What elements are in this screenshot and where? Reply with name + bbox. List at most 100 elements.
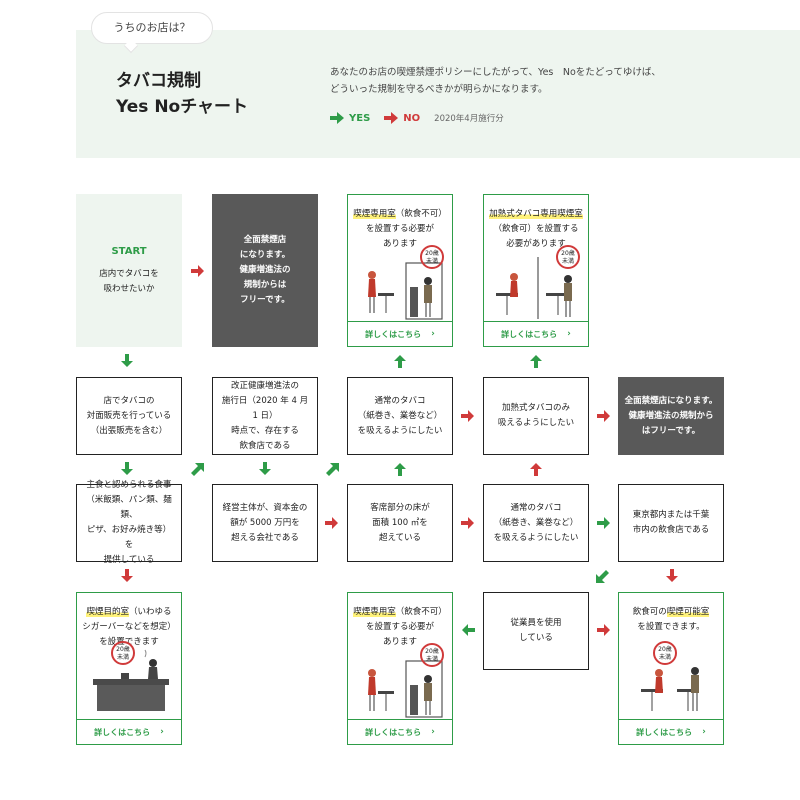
header-panel — [76, 30, 800, 158]
result-highlight: 加熱式タバコ専用喫煙室 — [489, 209, 583, 219]
total-ban-result-1: 全面禁煙店 になります。 健康増進法の 規制からは フリーです。 — [212, 194, 318, 347]
no-arrow-icon — [384, 112, 399, 124]
total-ban-1-line-3: 健康増進法の — [239, 265, 291, 275]
yes-arrow-icon — [326, 463, 339, 476]
question-line: 施行日（2020 年 4 月 1 日） — [221, 395, 309, 421]
result-text-1: 飲食可の — [632, 607, 667, 617]
details-link-label: 詳しくはこちら — [501, 329, 558, 339]
chevron-right-icon: › — [431, 329, 435, 339]
question-heated-only: 加熱式タバコのみ 吸えるようにしたい — [483, 377, 589, 455]
details-link-label: 詳しくはこちら — [636, 727, 693, 737]
question-line: 経営主体が、資本金の — [222, 502, 308, 513]
question-capital: 経営主体が、資本金の 額が 5000 万円を 超える会社である — [212, 484, 318, 562]
question-line: （出張販売を含む） — [90, 425, 168, 436]
smoking-allowed-illustration — [641, 667, 699, 711]
question-line: 対面販売を行っている — [86, 410, 172, 421]
start-line-1: 店内でタバコを — [99, 269, 159, 279]
question-line: 吸えるようにしたい — [497, 418, 575, 428]
total-ban-1-line-4: 規制からは — [243, 280, 287, 290]
question-line: を吸えるようにしたい — [493, 532, 579, 543]
result-text-2: を設置する必要が — [365, 622, 434, 632]
no-arrow-icon — [461, 517, 474, 529]
question-line: 加熱式タバコのみ — [501, 403, 570, 413]
details-link[interactable]: 詳しくはこちら › — [348, 321, 452, 346]
cigar-bar-illustration — [93, 649, 169, 711]
age-sign-line-2: 未満 — [425, 258, 438, 265]
no-arrow-icon — [666, 569, 678, 582]
result-smoking-allowed-room: 飲食可の喫煙可能室 を設置できます。 20歳 未満 詳しくはこちら› — [618, 592, 724, 745]
question-line: 通常のタバコ — [510, 502, 562, 513]
legend-note: 2020年4月施行分 — [434, 114, 504, 124]
question-normal-tobacco-2: 通常のタバコ （紙巻き、業巻など） を吸えるようにしたい — [483, 484, 589, 562]
age-restriction-icon: 20歳 未満 — [111, 641, 135, 665]
no-arrow-icon — [325, 517, 338, 529]
question-existing-restaurant: 改正健康増進法の 施行日（2020 年 4 月 1 日） 時点で、存在する 飲食… — [212, 377, 318, 455]
question-line: 額が 5000 万円を — [230, 517, 300, 528]
result-text: 喫煙専用室（飲食不可） を設置する必要が あります — [348, 605, 452, 650]
details-link[interactable]: 詳しくはこちら› — [77, 719, 181, 744]
yes-arrow-icon — [394, 355, 406, 368]
no-arrow-icon — [191, 265, 204, 277]
description: あなたのお店の喫煙禁煙ポリシーにしたがって、Yes Noをたどってゆけば、 どう… — [330, 64, 690, 98]
question-line: を吸えるようにしたい — [357, 425, 443, 436]
result-text-1: （飲食不可） — [395, 607, 447, 617]
result-highlight: 喫煙目的室 — [86, 607, 129, 617]
details-link[interactable]: 詳しくはこちら› — [484, 321, 588, 346]
age-restriction-icon: 20歳 未満 — [420, 245, 444, 269]
question-line: ピザ、お好み焼き等）を — [86, 525, 172, 550]
details-link[interactable]: 詳しくはこちら› — [348, 719, 452, 744]
question-line: 提供している — [103, 555, 155, 565]
no-arrow-icon — [597, 624, 610, 636]
description-line-2: どういった規制を守るべきかが明らかになります。 — [330, 84, 548, 95]
question-line: 改正健康増進法の — [230, 380, 299, 391]
speech-bubble: うちのお店は？ — [91, 12, 213, 44]
question-line: （紙巻き、業巻など） — [493, 517, 579, 528]
legend-no: NO — [403, 112, 421, 124]
details-link[interactable]: 詳しくはこちら› — [619, 719, 723, 744]
start-line-2: 吸わせたいか — [103, 284, 155, 294]
no-arrow-icon — [121, 569, 133, 582]
yes-arrow-icon — [259, 462, 271, 475]
result-text-1: （いわゆる — [129, 607, 172, 617]
question-line: 市内の飲食店である — [632, 525, 710, 535]
age-sign-line-2: 未満 — [561, 258, 574, 265]
chevron-right-icon: › — [431, 727, 435, 737]
question-main-meal: 主食と認められる食事 （米飯類、パン類、麺類、 ピザ、お好み焼き等）を 提供して… — [76, 480, 182, 565]
result-text-2: を設置できます。 — [637, 622, 705, 632]
result-text-2: を設置する必要が — [365, 224, 434, 234]
question-line: 店でタバコの — [103, 395, 155, 406]
question-employees: 従業員を使用 している — [483, 592, 589, 670]
question-tokyo-chiba: 東京都内または千葉 市内の飲食店である — [618, 484, 724, 562]
question-line: 従業員を使用 — [510, 618, 562, 628]
result-text: 加熱式タバコ専用喫煙室 （飲食可）を設置する 必要があります — [484, 207, 588, 252]
total-ban-1-line-5: フリーです。 — [240, 295, 290, 305]
yes-arrow-icon — [597, 517, 610, 529]
question-line: 客席部分の床が — [370, 502, 430, 513]
description-line-1: あなたのお店の喫煙禁煙ポリシーにしたがって、Yes Noをたどってゆけば、 — [330, 67, 661, 78]
result-heated-room-top: 加熱式タバコ専用喫煙室 （飲食可）を設置する 必要があります 20歳 未満 詳し… — [483, 194, 589, 347]
total-ban-2-line: はフリーです。 — [641, 425, 701, 436]
result-text-3: あります — [382, 637, 417, 647]
age-sign-line-1: 20歳 — [561, 250, 575, 257]
question-line: 面積 100 ㎡を — [372, 517, 428, 528]
total-ban-1-line-1: 全面禁煙店 — [243, 235, 287, 245]
age-restriction-icon: 20歳 未満 — [653, 641, 677, 665]
yes-arrow-icon — [530, 355, 542, 368]
question-line: 主食と認められる食事 — [86, 480, 172, 490]
details-link-label: 詳しくはこちら — [365, 329, 422, 339]
age-restriction-icon: 20歳 未満 — [420, 643, 444, 667]
no-arrow-icon — [597, 410, 610, 422]
total-ban-2-line: 全面禁煙店になります。 — [624, 395, 718, 406]
details-link-label: 詳しくはこちら — [94, 727, 151, 737]
question-tobacco-sales: 店でタバコの 対面販売を行っている （出張販売を含む） — [76, 377, 182, 455]
result-text: 喫煙専用室（飲食不可） を設置する必要が あります — [348, 207, 452, 252]
legend: YES NO 2020年4月施行分 — [330, 111, 504, 125]
smoking-room-illustration — [368, 660, 443, 718]
result-highlight: 喫煙専用室 — [353, 607, 396, 617]
page-title: タバコ規制 Yes Noチャート — [116, 68, 248, 120]
age-restriction-icon: 20歳 未満 — [556, 245, 580, 269]
yes-arrow-icon — [394, 463, 406, 476]
result-text: 飲食可の喫煙可能室 を設置できます。 — [619, 605, 723, 635]
question-line: している — [519, 633, 553, 643]
result-highlight: 喫煙専用室 — [353, 209, 396, 219]
